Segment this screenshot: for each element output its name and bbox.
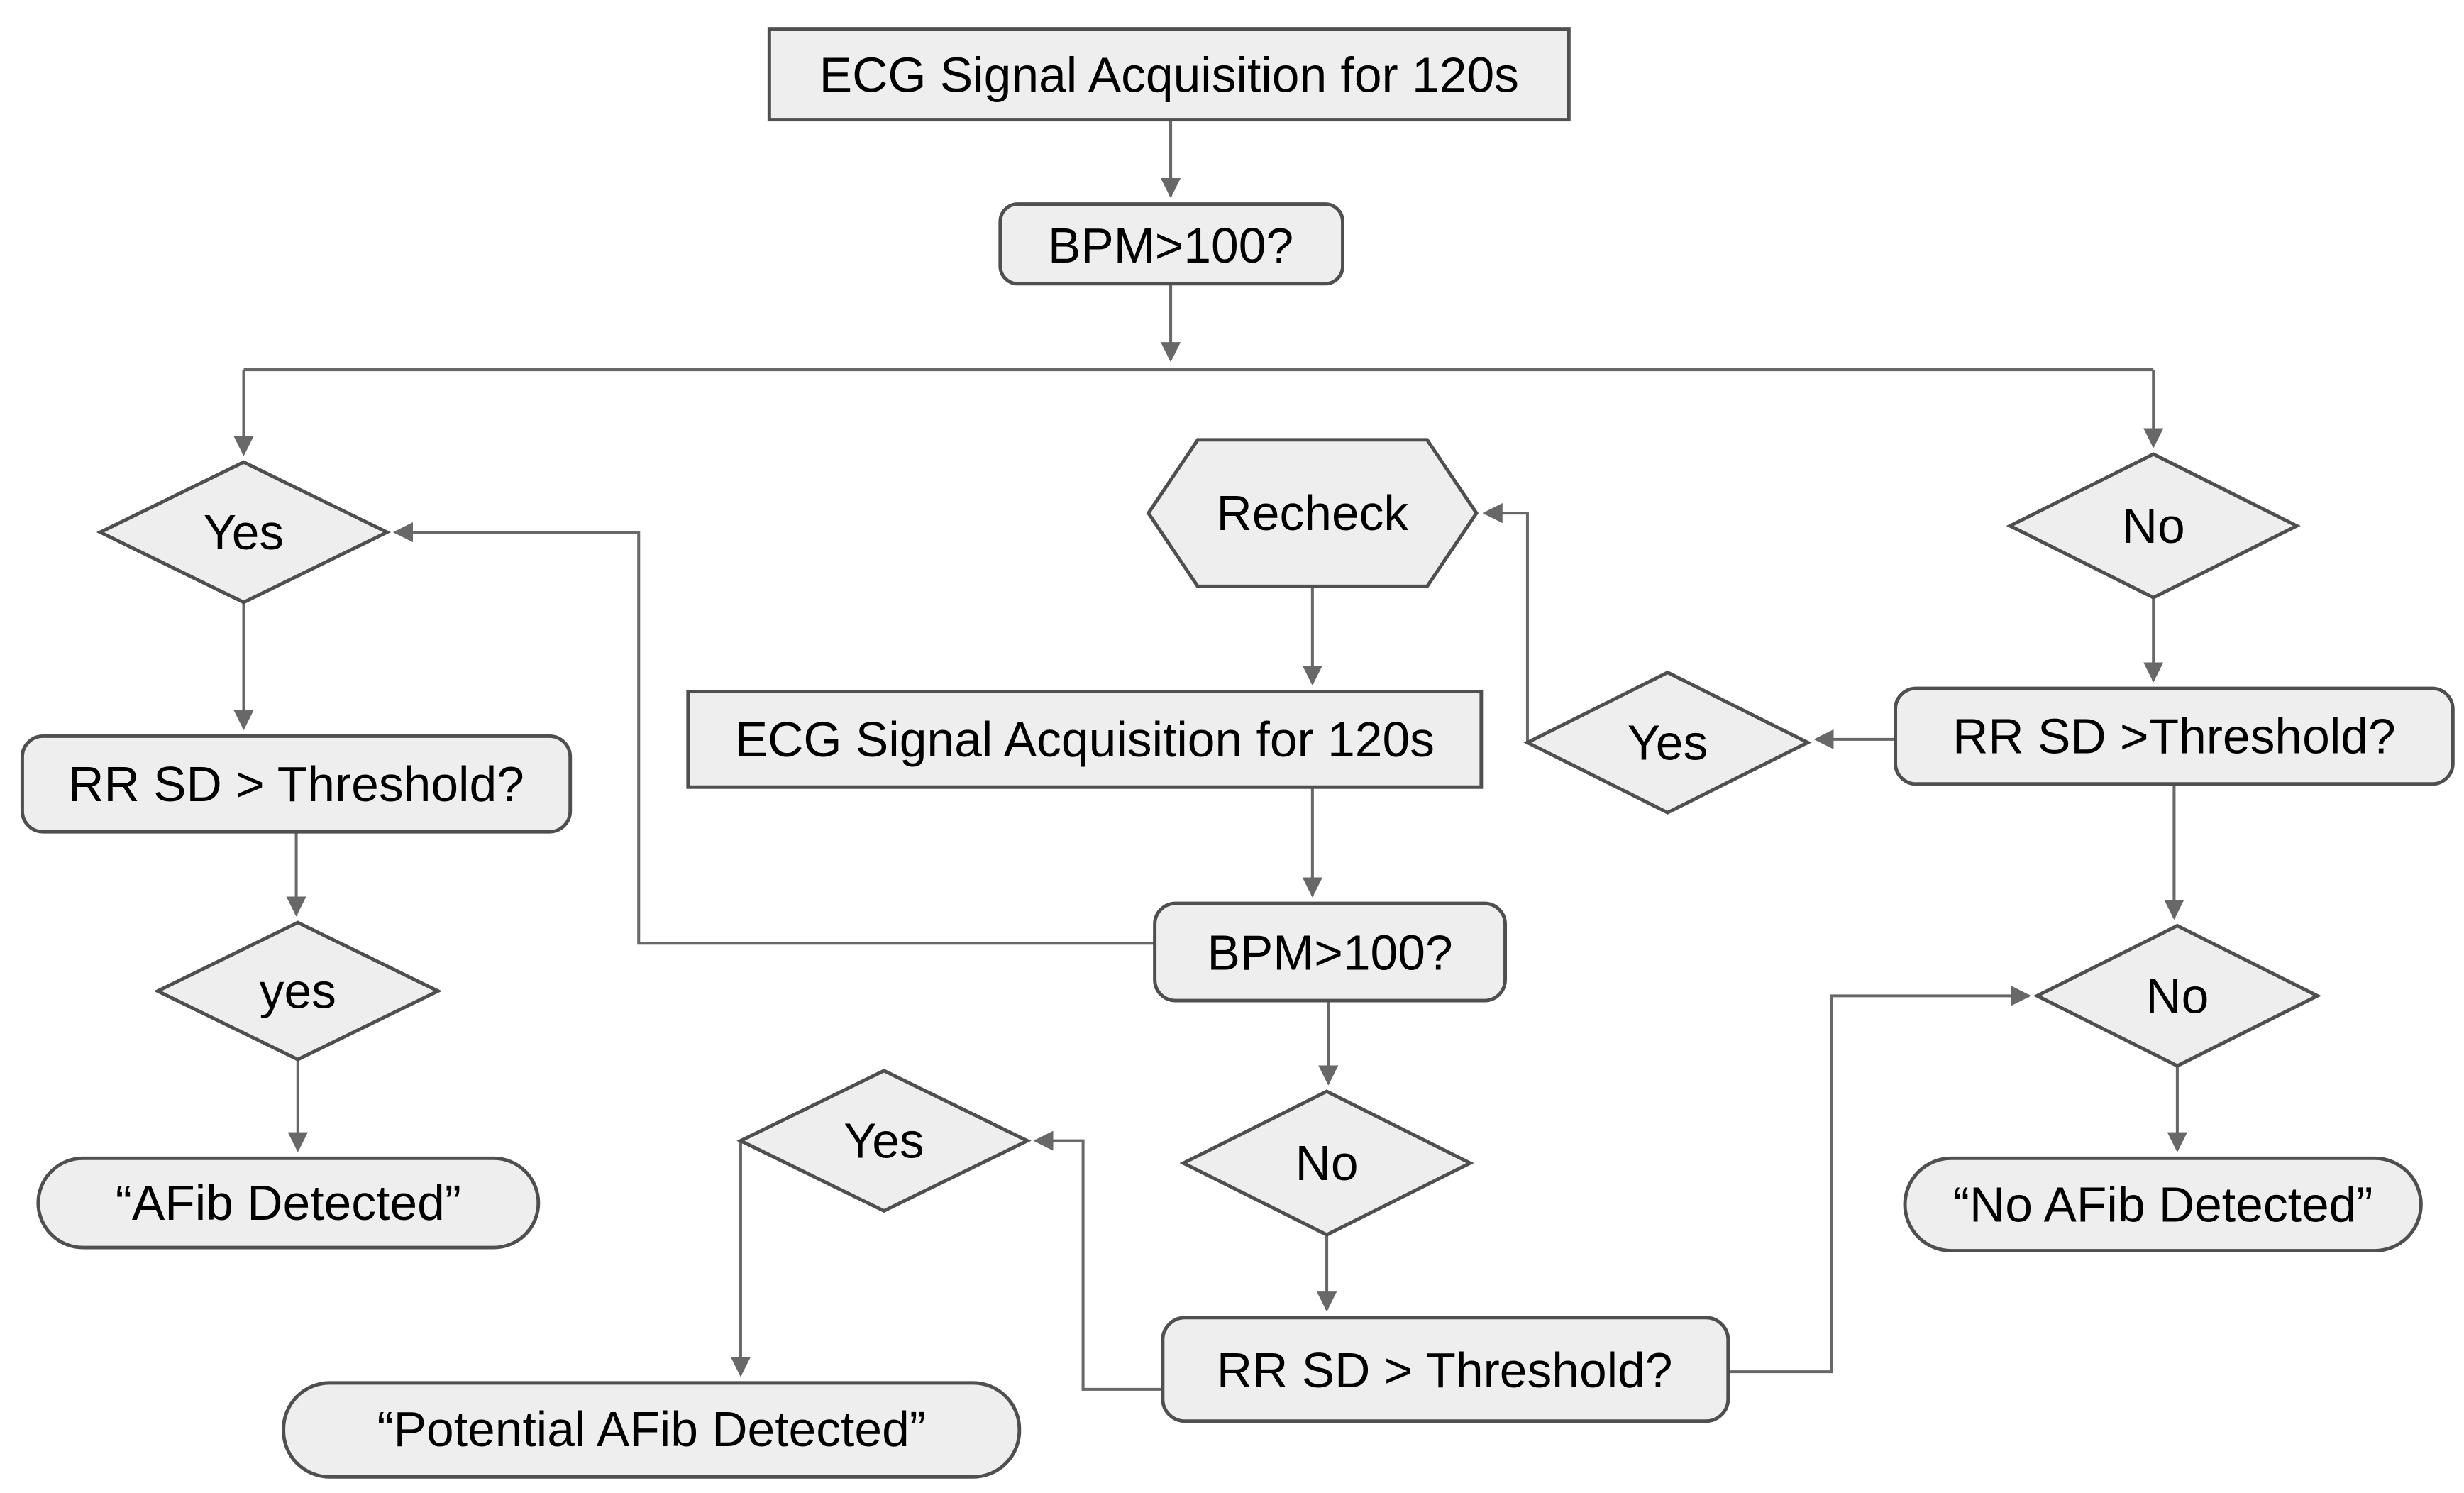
yes-right-shape <box>1523 670 1812 815</box>
rr-sd-threshold-bottom-shape <box>1161 1316 1730 1423</box>
potential-afib-shape <box>282 1381 1022 1479</box>
yes-bottom-shape <box>736 1069 1032 1213</box>
rr-sd-threshold-right-label: RR SD >Threshold? <box>1952 708 2396 764</box>
yes-right-label: Yes <box>1628 715 1708 770</box>
rr-sd-threshold-right-shape <box>1894 686 2455 786</box>
node-bpm-check-2: BPM>100? <box>1153 901 1507 1003</box>
branch-no-shape <box>2006 452 2301 600</box>
node-branch-yes: Yes <box>96 460 392 605</box>
yes-lower-left-shape <box>153 920 442 1062</box>
connector-yes-right-to-recheck <box>1482 502 1529 743</box>
node-yes-right: Yes <box>1523 670 1812 815</box>
no-center-label: No <box>1295 1135 1359 1191</box>
acquisition-2-label: ECG Signal Acquisition for 120s <box>735 712 1435 767</box>
start-acquisition-label: ECG Signal Acquisition for 120s <box>819 48 1519 103</box>
node-rr-sd-threshold-right: RR SD >Threshold? <box>1894 686 2455 786</box>
node-potential-afib: “Potential AFib Detected” <box>282 1381 1022 1479</box>
connector-rrsd-bottom-to-no-lower <box>1728 986 2031 1374</box>
node-recheck: Recheck <box>1146 438 1479 588</box>
no-afib-detected-label: “No AFib Detected” <box>1953 1177 2373 1232</box>
node-branch-no: No <box>2006 452 2301 600</box>
node-start-acquisition: ECG Signal Acquisition for 120s <box>767 27 1571 122</box>
connector-rrsd-bottom-to-yes-bottom <box>1033 1130 1163 1391</box>
node-yes-lower-left: yes <box>153 920 442 1062</box>
recheck-label: Recheck <box>1217 485 1409 541</box>
node-rr-sd-threshold-bottom: RR SD > Threshold? <box>1161 1316 1730 1423</box>
no-right-lower-label: No <box>2145 968 2209 1023</box>
branch-no-label: No <box>2122 498 2185 553</box>
no-right-lower-shape <box>2033 923 2321 1068</box>
bpm-check-1-label: BPM>100? <box>1048 218 1293 273</box>
branch-yes-shape <box>96 460 392 605</box>
bpm-check-2-label: BPM>100? <box>1207 925 1452 981</box>
node-acquisition-2: ECG Signal Acquisition for 120s <box>686 690 1484 789</box>
potential-afib-label: “Potential AFib Detected” <box>377 1401 925 1457</box>
node-no-afib-detected: “No AFib Detected” <box>1903 1156 2423 1253</box>
acquisition-2-shape <box>686 690 1484 789</box>
afib-detected-shape <box>36 1156 541 1250</box>
node-afib-detected: “AFib Detected” <box>36 1156 541 1250</box>
node-no-right-lower: No <box>2033 923 2321 1068</box>
afib-detected-label: “AFib Detected” <box>116 1175 461 1230</box>
node-yes-bottom: Yes <box>736 1069 1032 1213</box>
yes-lower-left-label: yes <box>260 964 336 1019</box>
yes-bottom-label: Yes <box>844 1113 924 1169</box>
rr-sd-threshold-left-shape <box>20 734 573 834</box>
no-center-shape <box>1179 1089 1474 1237</box>
bpm-check-1-shape <box>998 202 1344 286</box>
node-rr-sd-threshold-left: RR SD > Threshold? <box>20 734 573 834</box>
connector-bpm2-loop-to-yes <box>392 522 1155 945</box>
node-bpm-check-1: BPM>100? <box>998 202 1344 286</box>
bpm-check-2-shape <box>1153 901 1507 1003</box>
connectors <box>233 119 2188 1391</box>
node-no-center: No <box>1179 1089 1474 1237</box>
recheck-shape <box>1146 438 1479 588</box>
rr-sd-threshold-bottom-label: RR SD > Threshold? <box>1217 1343 1673 1398</box>
no-afib-detected-shape <box>1903 1156 2423 1253</box>
rr-sd-threshold-left-label: RR SD > Threshold? <box>68 756 524 812</box>
branch-yes-label: Yes <box>204 505 284 560</box>
start-acquisition-shape <box>767 27 1571 122</box>
